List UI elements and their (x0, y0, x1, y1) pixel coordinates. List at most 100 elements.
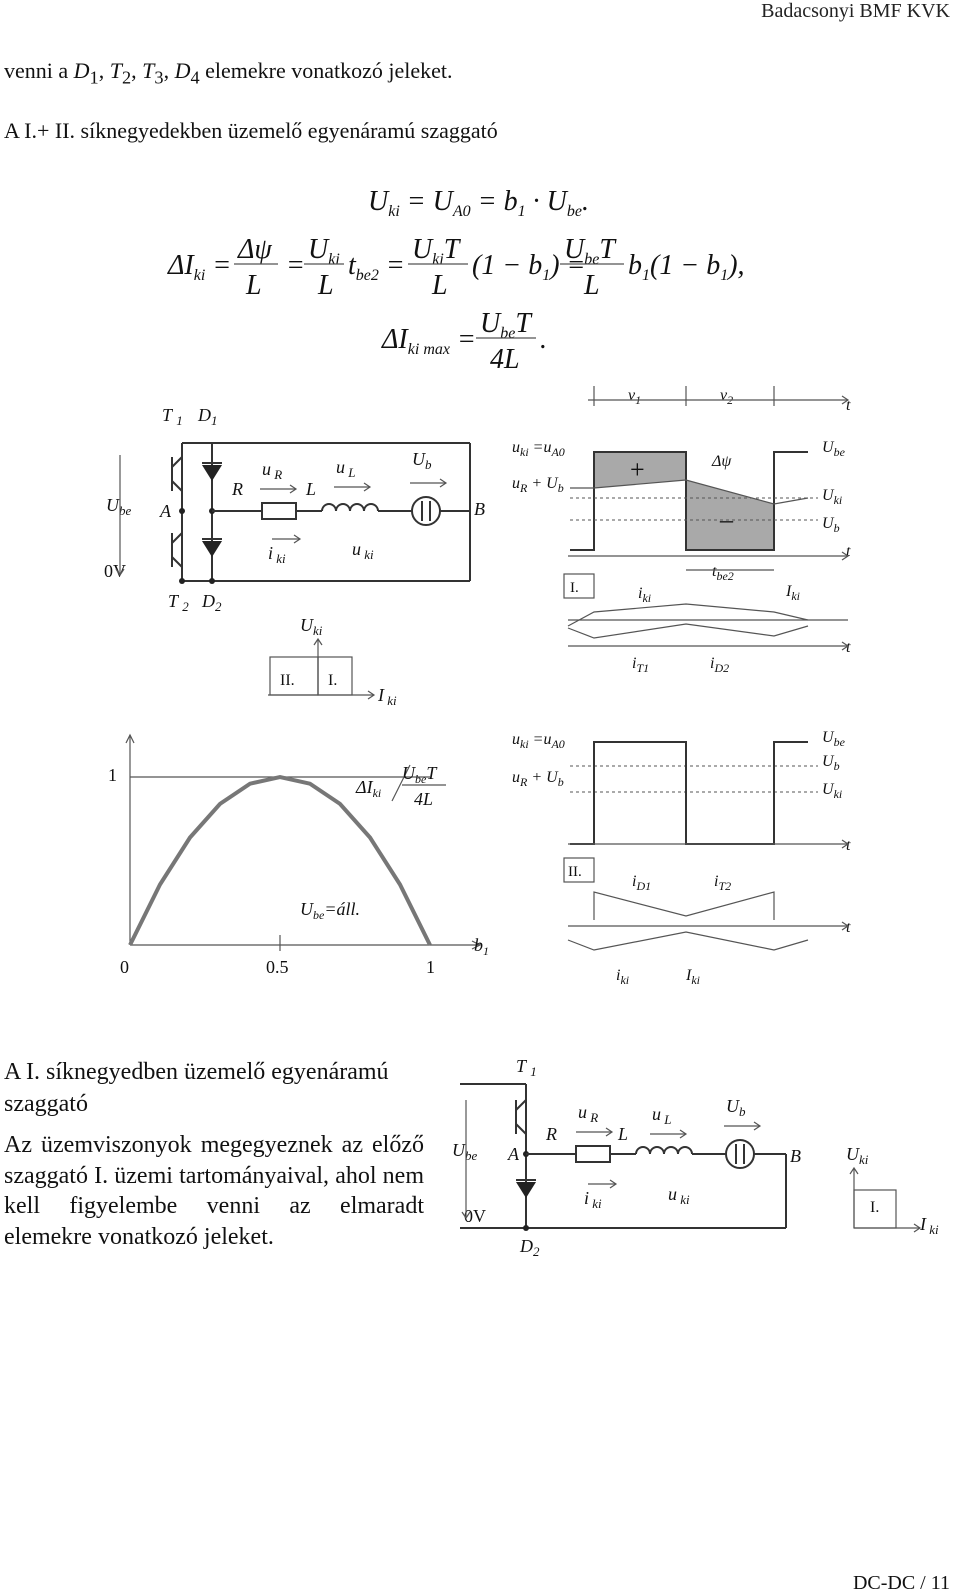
svg-text:t: t (846, 837, 851, 854)
svg-text:tbe2 =: tbe2 = (348, 250, 405, 284)
label-quadrant-II: II. (568, 864, 582, 880)
svg-text:L: L (617, 1124, 628, 1144)
svg-text:Ub: Ub (726, 1096, 746, 1119)
svg-text:iD1: iD1 (632, 873, 651, 893)
svg-text:iD2: iD2 (710, 655, 729, 675)
label-quadrant-I: I. (570, 580, 579, 596)
chart-x-tick-0: 0 (120, 957, 129, 977)
section2-text: Az üzemviszonyok megegyeznek az előző sz… (4, 1132, 424, 1250)
chart-series-line (128, 774, 432, 946)
svg-text:UbeT: UbeT (480, 308, 533, 342)
svg-text:L: L (245, 270, 262, 301)
svg-text:I ki: I ki (377, 685, 397, 708)
svg-text:D1: D1 (197, 405, 218, 428)
svg-text:Δψ: Δψ (711, 453, 732, 470)
svg-text:Uki: Uki (300, 615, 323, 638)
svg-text:uki =uA0: uki =uA0 (512, 731, 565, 751)
svg-text:Ube: Ube (822, 729, 846, 749)
svg-text:Ube: Ube (822, 439, 846, 459)
svg-text:ΔIki: ΔIki (355, 777, 381, 800)
svg-text:u L: u L (336, 457, 355, 480)
svg-text:v2: v2 (720, 387, 733, 407)
svg-text:L: L (583, 270, 600, 301)
intro-line: venni a D1, T2, T3, D4 elemekre vonatkoz… (4, 58, 453, 88)
chart-annotation: Ube=áll. (300, 899, 360, 922)
svg-text:t: t (846, 397, 851, 414)
svg-text:i ki: i ki (584, 1188, 602, 1211)
svg-text:i ki: i ki (268, 543, 286, 566)
svg-text:u R: u R (262, 459, 282, 482)
svg-text:.: . (540, 324, 547, 355)
equations: Uki = UA0 = b1 · Ube. ΔIki = ΔψL = UkiL … (167, 186, 745, 375)
svg-text:ΔIki max =: ΔIki max = (381, 324, 476, 358)
svg-text:u L: u L (652, 1104, 671, 1127)
svg-text:b1(1 − b1),: b1(1 − b1), (628, 250, 745, 284)
svg-text:I ki: I ki (919, 1214, 939, 1237)
section2-title: A I. síknegyedben üzemelő egyenáramú sza… (4, 1059, 389, 1117)
svg-text:+: + (630, 455, 645, 484)
chart-y-label: ΔIki UbeT 4L (355, 763, 446, 809)
svg-text:T 1: T 1 (516, 1056, 537, 1079)
svg-text:A: A (507, 1144, 520, 1164)
svg-text:Uki: Uki (846, 1144, 869, 1167)
svg-text:iT2: iT2 (714, 873, 731, 893)
svg-text:uR + Ub: uR + Ub (512, 769, 564, 789)
svg-text:L: L (317, 270, 334, 301)
svg-text:B: B (790, 1146, 801, 1166)
chart-x-label: b1 (474, 935, 489, 958)
svg-text:Ub: Ub (822, 753, 840, 773)
svg-text:iki: iki (638, 585, 651, 605)
svg-text:u ki: u ki (352, 539, 374, 562)
svg-text:R: R (231, 479, 243, 499)
svg-text:ΔIki =: ΔIki = (167, 250, 231, 284)
waveform-diagram-2: uki =uA0 uR + Ub Ube Ub Uki t iD1 iT2 t i… (512, 729, 851, 987)
svg-text:I.: I. (328, 672, 337, 689)
svg-text:t: t (846, 919, 851, 936)
svg-text:B: B (474, 499, 485, 519)
equation-uki: Uki = UA0 = b1 · Ube. (368, 186, 589, 220)
svg-text:A: A (159, 501, 172, 521)
svg-text:–: – (719, 505, 734, 534)
svg-text:D2: D2 (201, 591, 222, 614)
svg-text:iki: iki (616, 967, 629, 987)
chart-x-tick-1: 1 (426, 957, 435, 977)
svg-text:iT1: iT1 (632, 655, 649, 675)
svg-text:Δψ: Δψ (237, 234, 272, 265)
svg-text:tbe2: tbe2 (712, 563, 734, 583)
svg-text:T 2: T 2 (168, 591, 189, 614)
svg-text:Ub: Ub (412, 449, 432, 472)
svg-text:Uki: Uki (822, 487, 842, 507)
svg-text:uki =uA0: uki =uA0 (512, 439, 565, 459)
svg-text:D2: D2 (519, 1236, 540, 1259)
svg-text:Iki: Iki (685, 967, 700, 987)
svg-text:4L: 4L (490, 344, 520, 375)
chart-y-tick-1: 1 (108, 765, 117, 785)
svg-text:uR + Ub: uR + Ub (512, 475, 564, 495)
svg-text:UkiT: UkiT (412, 234, 462, 268)
page-footer: DC-DC / 11 (852, 1572, 950, 1594)
svg-text:T 1: T 1 (162, 405, 183, 428)
svg-text:u R: u R (578, 1102, 598, 1125)
svg-text:=: = (286, 250, 305, 281)
circuit-diagram-2: T 1 Ube A 0V D2 u RR u LL Ub B i ki u ki… (452, 1056, 939, 1259)
svg-text:t: t (846, 639, 851, 656)
svg-text:Ube: Ube (106, 495, 132, 518)
svg-text:L: L (431, 270, 448, 301)
svg-text:I.: I. (870, 1199, 879, 1216)
svg-text:Uki: Uki (308, 234, 340, 268)
svg-text:Iki: Iki (785, 583, 800, 603)
chart-x-tick-05: 0.5 (266, 957, 289, 977)
svg-text:4L: 4L (414, 789, 433, 809)
chart-delta-iki: 1 0 0.5 1 b1 ΔIki UbeT 4L Ube=áll. (108, 733, 489, 977)
svg-text:u ki: u ki (668, 1184, 690, 1207)
svg-text:Ube: Ube (452, 1140, 478, 1163)
svg-text:R: R (545, 1124, 557, 1144)
page-header: Badacsonyi BMF KVK (761, 0, 950, 22)
svg-text:Ub: Ub (822, 515, 840, 535)
svg-text:UbeT: UbeT (402, 763, 438, 786)
svg-text:v1: v1 (628, 387, 641, 407)
svg-text:Uki: Uki (822, 781, 842, 801)
